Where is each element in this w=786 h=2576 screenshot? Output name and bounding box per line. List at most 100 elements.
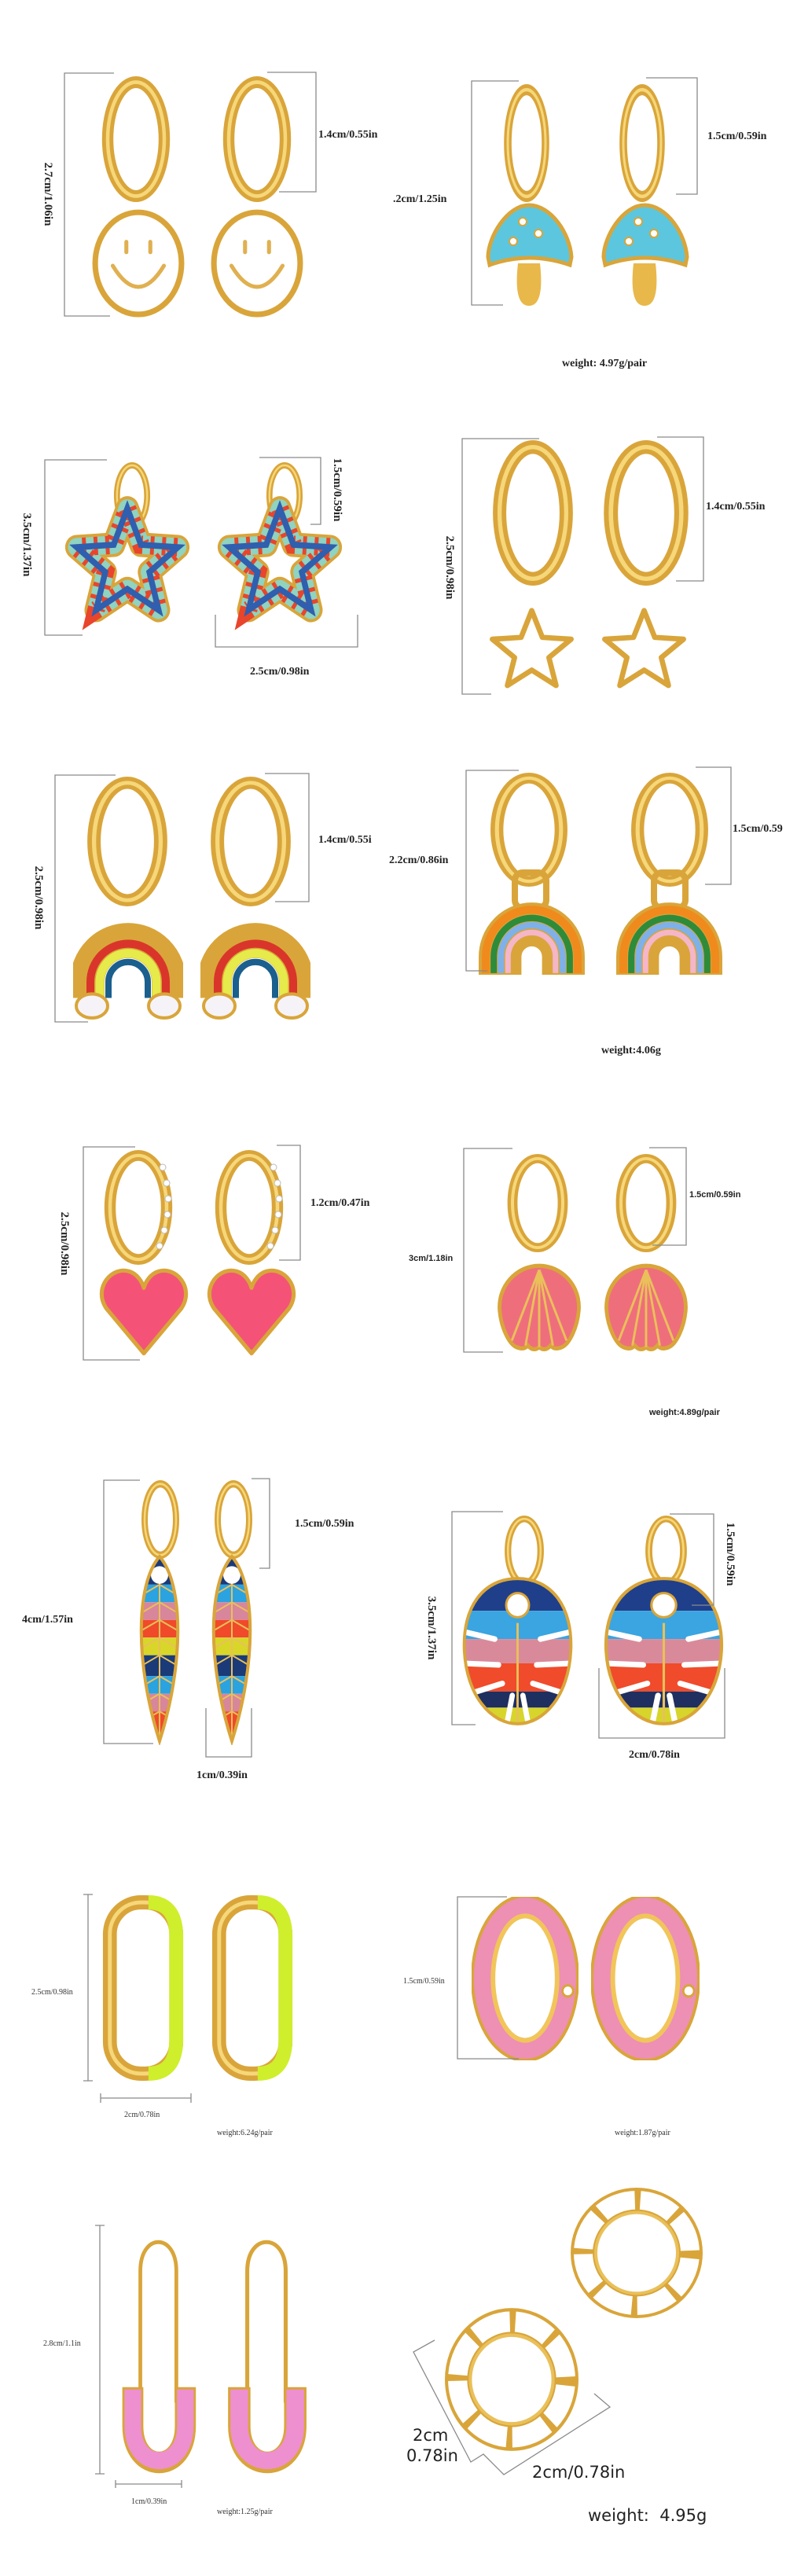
total-length-label: 2.2cm/0.86in xyxy=(389,854,449,866)
dimension-line xyxy=(598,1668,725,1739)
shell-pendant-icon xyxy=(499,1266,578,1349)
total-length-label: 2.5cm/0.98in xyxy=(58,1212,71,1276)
width-label: 1cm/0.39in xyxy=(196,1769,248,1781)
dimension-line xyxy=(252,1478,270,1569)
rainbow-pendant-icon xyxy=(204,940,307,1017)
rainbow-pendant-icon xyxy=(76,940,180,1017)
hoop-size-label: 1.4cm/0.55i xyxy=(318,834,372,846)
u-hoop-icon xyxy=(110,1902,176,2074)
width-label: 2cm/0.78in xyxy=(532,2463,625,2482)
weight-label: weight:4.06g xyxy=(601,1045,661,1056)
hoop-icon xyxy=(108,83,164,197)
hoop-icon xyxy=(512,1159,563,1248)
product-rainbow-arch: 2.2cm/0.86in 1.5cm/0.59 weight:4.06g xyxy=(389,766,783,1056)
width-label: 2.5cm/0.98in xyxy=(250,666,310,678)
rainbow-pendant-icon xyxy=(486,910,578,975)
rainbow-pendant-icon xyxy=(623,910,715,975)
dimension-line xyxy=(265,773,310,902)
weight-label: weight: 4.95g xyxy=(588,2506,707,2525)
dimension-line xyxy=(457,1896,519,2060)
heart-pendant-icon xyxy=(209,1270,293,1353)
product-white-star: 2.5cm/0.98in 1.4cm/0.55in xyxy=(443,436,766,695)
pink-hoop-icon xyxy=(483,1906,574,2050)
leaf-pendant-icon xyxy=(461,1575,575,1728)
safety-pin-icon xyxy=(239,2242,295,2462)
height-cm-label: 2cm xyxy=(413,2426,448,2445)
hoop-size-label: 1.2cm/0.47in xyxy=(310,1197,370,1209)
dimension-line xyxy=(115,2480,182,2488)
hoop-icon xyxy=(621,1159,671,1248)
heart-pendant-icon xyxy=(101,1270,185,1353)
hoop-icon xyxy=(94,783,161,900)
dimension-line xyxy=(44,459,107,636)
rainbow-star-pendant-icon xyxy=(77,509,178,610)
total-length-label: 3.5cm/1.37in xyxy=(20,513,33,577)
hoop-icon xyxy=(637,778,702,881)
height-in-label: 0.78in xyxy=(406,2446,458,2465)
dimension-line xyxy=(649,1147,687,1246)
hoop-size-label: 1.4cm/0.55in xyxy=(318,129,378,141)
total-length-label: 3.5cm/1.37in xyxy=(425,1597,438,1660)
hoop-icon xyxy=(508,90,545,197)
hoop-size-label: 1.5cm/0.59in xyxy=(689,1190,741,1200)
product-feather: 4cm/1.57in 1.5cm/0.59in 1cm/0.39in xyxy=(22,1478,354,1781)
total-length-label: 4cm/1.57in xyxy=(22,1614,73,1626)
hoop-size-label: 1.5cm/0.59in xyxy=(724,1523,736,1586)
dimension-line xyxy=(277,1145,301,1261)
dimension-line xyxy=(451,1511,503,1725)
dimension-line xyxy=(83,1146,140,1361)
dimension-line xyxy=(205,1708,252,1758)
dimension-line xyxy=(259,457,321,525)
width-label: 2cm/0.78in xyxy=(629,1749,680,1761)
product-white-striped-hoop: 2cm 0.78in 2cm/0.78in weight: 4.95g xyxy=(406,2200,707,2525)
total-length-label: 2.8cm/1.1in xyxy=(43,2339,81,2348)
white-star-pendant-icon xyxy=(604,611,683,685)
leaf-pendant-icon xyxy=(602,1575,725,1728)
product-mushroom: .2cm/1.25in 1.5cm/0.59in weight: 4.97g/p… xyxy=(393,77,767,369)
hoop-size-label: 1.5cm/0.59in xyxy=(331,458,343,522)
dimension-line xyxy=(267,72,317,193)
mushroom-pendant-icon xyxy=(604,205,687,306)
hoop-icon xyxy=(218,783,285,900)
smiley-pendant-icon xyxy=(214,212,300,314)
product-safety-pin: 2.8cm/1.1in 1cm/0.39in weight:1.25g/pair xyxy=(43,2225,296,2516)
hoop-icon xyxy=(145,1484,176,1556)
smiley-pendant-icon xyxy=(95,212,182,314)
safety-pin-icon xyxy=(133,2242,185,2462)
hoop-icon xyxy=(623,90,661,197)
feather-pendant-icon xyxy=(132,1553,187,1745)
total-length-label: 3cm/1.18in xyxy=(409,1254,454,1263)
dimension-line xyxy=(465,770,519,972)
total-length-label: 2.5cm/0.98in xyxy=(443,536,456,600)
total-length-label: 1.5cm/0.59in xyxy=(403,1977,445,1986)
dimension-line xyxy=(100,2093,192,2103)
hoop-size-label: 1.4cm/0.55in xyxy=(706,501,766,513)
hoop-icon xyxy=(611,447,681,579)
hoop-icon xyxy=(229,83,285,197)
dimension-line xyxy=(103,1479,153,1744)
product-lime-u-hoop: 2.5cm/0.98in 2cm/0.78in weight:6.24g/pai… xyxy=(31,1894,285,2137)
pink-hoop-icon xyxy=(602,1906,694,2050)
product-smiley: 2.7cm/1.06in 1.4cm/0.55in xyxy=(42,72,378,316)
weight-label: weight: 4.97g/pair xyxy=(562,358,647,369)
dimension-line xyxy=(83,1894,93,2082)
weight-label: weight:1.25g/pair xyxy=(217,2508,273,2516)
total-length-label: .2cm/1.25in xyxy=(393,193,447,205)
hoop-icon xyxy=(497,778,561,881)
dimension-line xyxy=(696,766,732,885)
total-length-label: 2.7cm/1.06in xyxy=(42,163,54,226)
dimension-line xyxy=(413,2339,612,2475)
product-monstera-leaf: 3.5cm/1.37in 1.5cm/0.59in 2cm/0.78in xyxy=(425,1511,736,1761)
dimension-line xyxy=(463,1148,512,1353)
total-length-label: 2.5cm/0.98in xyxy=(32,866,45,930)
weight-label: weight:4.89g/pair xyxy=(648,1408,721,1417)
width-label: 2cm/0.78in xyxy=(124,2111,160,2119)
product-pink-hoop: 1.5cm/0.59in weight:1.87g/pair xyxy=(403,1896,694,2137)
shell-pendant-icon xyxy=(606,1266,685,1349)
width-label: 1cm/0.39in xyxy=(131,2497,167,2506)
crystal-icon xyxy=(156,1163,283,1250)
product-shell: 3cm/1.18in 1.5cm/0.59in weight:4.89g/pai… xyxy=(409,1147,741,1417)
striped-hoop-icon xyxy=(457,2321,566,2437)
dimension-line xyxy=(64,72,114,317)
hoop-icon xyxy=(218,1484,249,1556)
